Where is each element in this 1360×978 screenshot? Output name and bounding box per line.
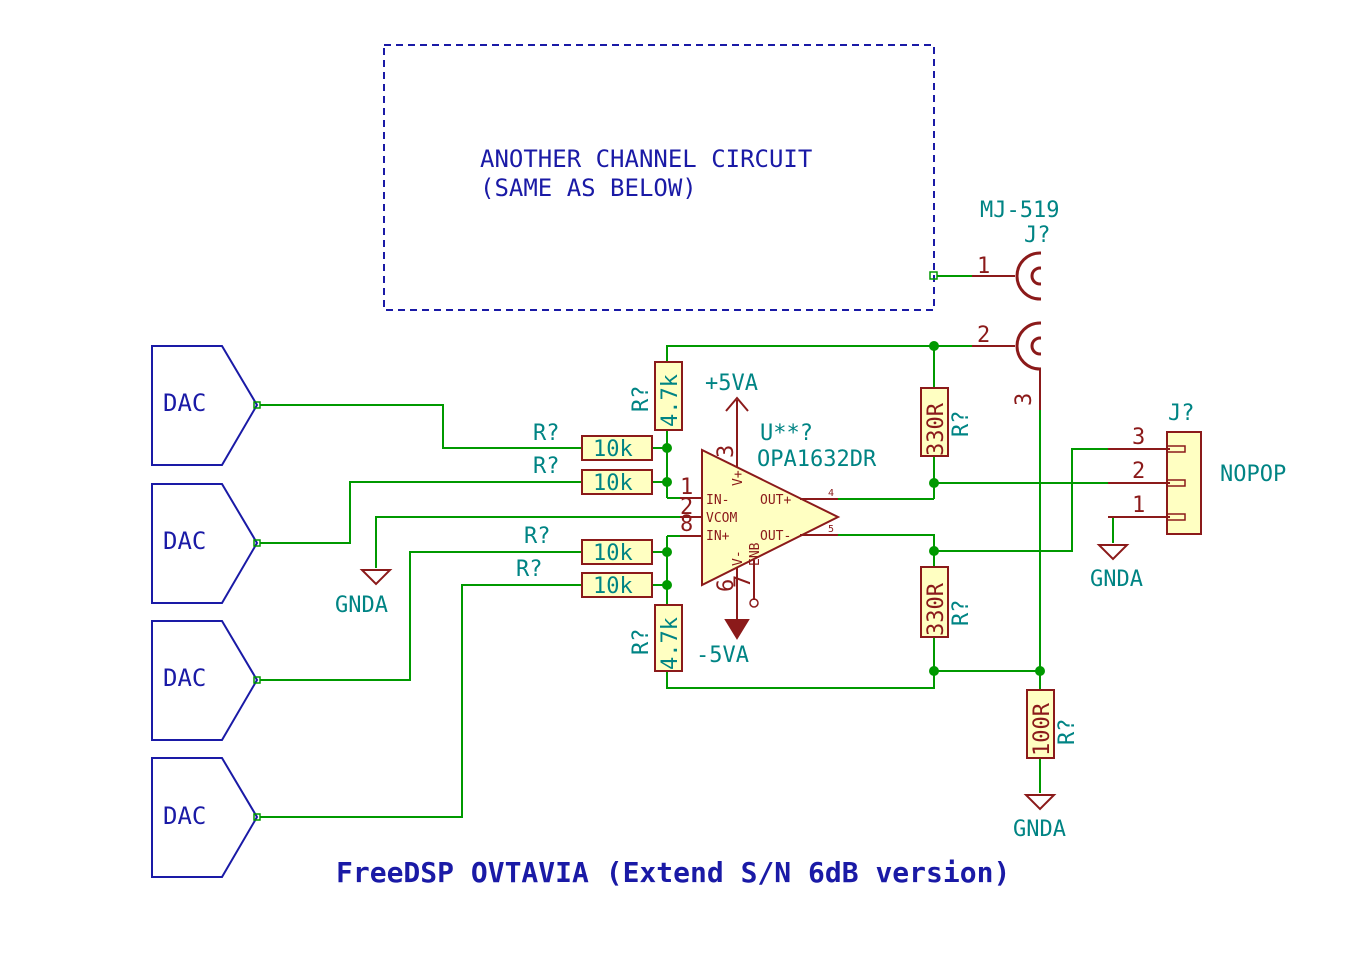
svg-text:R?: R? — [629, 629, 654, 656]
svg-text:6: 6 — [714, 579, 739, 592]
svg-text:1: 1 — [1132, 493, 1145, 518]
svg-text:R?: R? — [1055, 719, 1080, 746]
svg-text:1: 1 — [977, 254, 990, 279]
gnd-symbol-output: GNDA — [1013, 794, 1066, 842]
schematic-title: FreeDSP OVTAVIA (Extend S/N 6dB version) — [336, 856, 1010, 889]
svg-text:4.7k: 4.7k — [658, 617, 683, 670]
svg-text:2: 2 — [1132, 459, 1145, 484]
dac-block-1: DAC — [151, 345, 261, 466]
svg-text:R?: R? — [533, 454, 560, 479]
resistor-feedback-top: 4.7k R? — [629, 361, 683, 431]
svg-text:5: 5 — [828, 524, 834, 535]
resistor-input-3: 10k R? — [524, 524, 653, 566]
svg-text:OUT-: OUT- — [760, 529, 791, 544]
power-vplus: +5VA — [705, 371, 758, 412]
svg-text:8: 8 — [680, 512, 693, 537]
gnd-symbol-vcom: GNDA — [335, 569, 393, 618]
dac-label: DAC — [163, 389, 206, 417]
svg-text:R?: R? — [524, 524, 551, 549]
svg-text:330R: 330R — [924, 582, 949, 636]
nopop-connector: 3 2 1 J? NOPOP — [1108, 401, 1286, 535]
svg-text:330R: 330R — [924, 402, 949, 456]
svg-text:-5VA: -5VA — [696, 643, 749, 668]
opamp-value: OPA1632DR — [757, 447, 877, 472]
resistor-output-top: 330R R? — [920, 387, 974, 457]
svg-text:4: 4 — [828, 488, 834, 499]
nopop-value: NOPOP — [1220, 462, 1286, 487]
note-line-2: (SAME AS BELOW) — [480, 174, 697, 202]
svg-text:GNDA: GNDA — [1013, 817, 1066, 842]
opamp-ref: U**? — [760, 421, 813, 446]
resistor-input-4: 10k R? — [516, 557, 653, 599]
svg-text:R?: R? — [516, 557, 543, 582]
resistor-ground: 100R R? — [1026, 689, 1080, 759]
svg-text:IN-: IN- — [706, 493, 729, 508]
svg-text:R?: R? — [629, 386, 654, 413]
dac-block-3: DAC — [151, 620, 261, 741]
svg-text:GNDA: GNDA — [1090, 567, 1143, 592]
resistor-input-1: 10k R? — [533, 421, 653, 462]
svg-text:2: 2 — [977, 323, 990, 348]
svg-text:GNDA: GNDA — [335, 593, 388, 618]
svg-text:10k: 10k — [593, 541, 633, 566]
gnd-symbol-nopop: GNDA — [1090, 544, 1143, 592]
svg-text:3: 3 — [714, 445, 739, 458]
svg-text:IN+: IN+ — [706, 529, 730, 544]
svg-text:R?: R? — [949, 600, 974, 627]
svg-text:+5VA: +5VA — [705, 371, 758, 396]
jack-ref: J? — [1024, 223, 1051, 248]
svg-text:10k: 10k — [593, 471, 633, 496]
svg-text:2: 2 — [680, 495, 693, 520]
svg-text:100R: 100R — [1030, 702, 1055, 756]
dac-label: DAC — [163, 802, 206, 830]
junctions — [662, 341, 1045, 676]
svg-text:7: 7 — [731, 575, 756, 588]
svg-text:4.7k: 4.7k — [658, 374, 683, 427]
svg-text:1: 1 — [680, 475, 693, 500]
opamp-opa1632: IN- VCOM IN+ OUT+ OUT- V+ V- ENB 1 2 8 3… — [680, 400, 877, 620]
resistor-input-2: 10k R? — [533, 454, 653, 496]
svg-text:V-: V- — [731, 550, 746, 566]
dac-block-4: DAC — [151, 757, 261, 878]
svg-text:OUT+: OUT+ — [760, 493, 791, 508]
nopop-ref: J? — [1168, 401, 1195, 426]
svg-text:R?: R? — [949, 411, 974, 438]
svg-text:10k: 10k — [593, 574, 633, 599]
svg-text:R?: R? — [533, 421, 560, 446]
svg-text:V+: V+ — [731, 470, 746, 486]
dac-label: DAC — [163, 527, 206, 555]
svg-text:10k: 10k — [593, 437, 633, 462]
audio-jack-mj519: 1 2 3 MJ-519 J? — [972, 198, 1067, 410]
jack-part: MJ-519 — [980, 198, 1059, 223]
resistor-feedback-bottom: 4.7k R? — [629, 604, 683, 672]
dac-block-2: DAC — [151, 483, 261, 604]
note-line-1: ANOTHER CHANNEL CIRCUIT — [480, 145, 812, 173]
svg-text:VCOM: VCOM — [706, 511, 737, 526]
svg-text:ENB: ENB — [748, 542, 763, 566]
svg-text:3: 3 — [1132, 425, 1145, 450]
dac-label: DAC — [163, 664, 206, 692]
power-vminus: -5VA — [696, 619, 750, 668]
svg-text:3: 3 — [1012, 393, 1037, 406]
resistor-output-bottom: 330R R? — [920, 566, 974, 638]
